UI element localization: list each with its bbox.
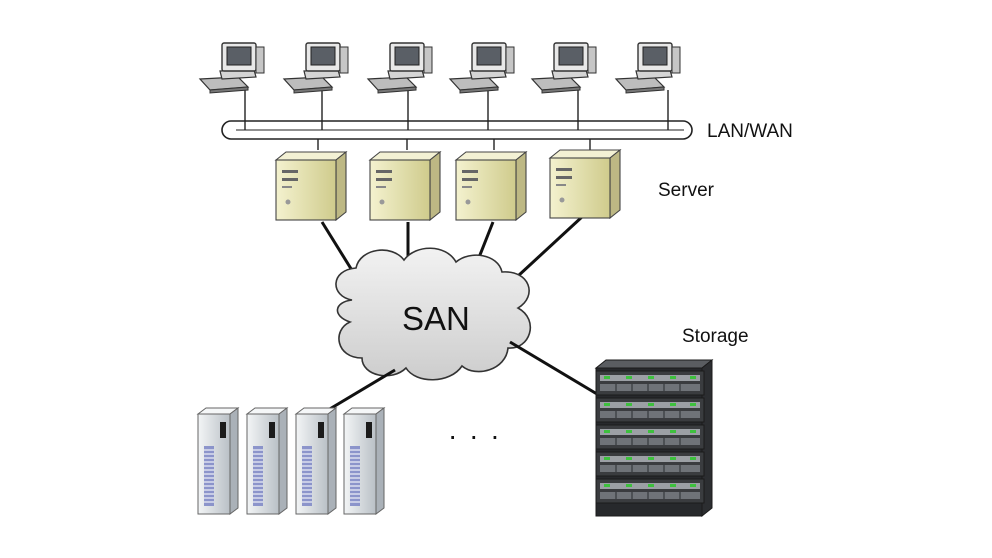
storage-rack-icon (594, 358, 714, 518)
tower-server-icon (295, 407, 337, 515)
tower-server-icon (343, 407, 385, 515)
workstation-icon (449, 42, 515, 94)
server-icon (455, 151, 527, 221)
server-icon (369, 151, 441, 221)
storage-label: Storage (682, 326, 749, 347)
server-label: Server (658, 180, 714, 201)
lan-wan-label: LAN/WAN (707, 121, 793, 142)
workstation-drops (244, 90, 669, 130)
server-drops (317, 139, 591, 150)
server-icon (549, 149, 621, 219)
servers (275, 149, 621, 221)
tower-server-icon (197, 407, 239, 515)
server-icon (275, 151, 347, 221)
san-cloud-icon (335, 247, 531, 381)
workstation-icon (531, 42, 597, 94)
workstation-icon (615, 42, 681, 94)
san-label: SAN (402, 300, 470, 337)
more-towers-ellipsis: · · · (448, 420, 502, 451)
tower-servers (197, 407, 385, 515)
workstation-icon (283, 42, 349, 94)
workstation-icon (367, 42, 433, 94)
workstations (199, 42, 681, 94)
tower-server-icon (246, 407, 288, 515)
workstation-icon (199, 42, 265, 94)
